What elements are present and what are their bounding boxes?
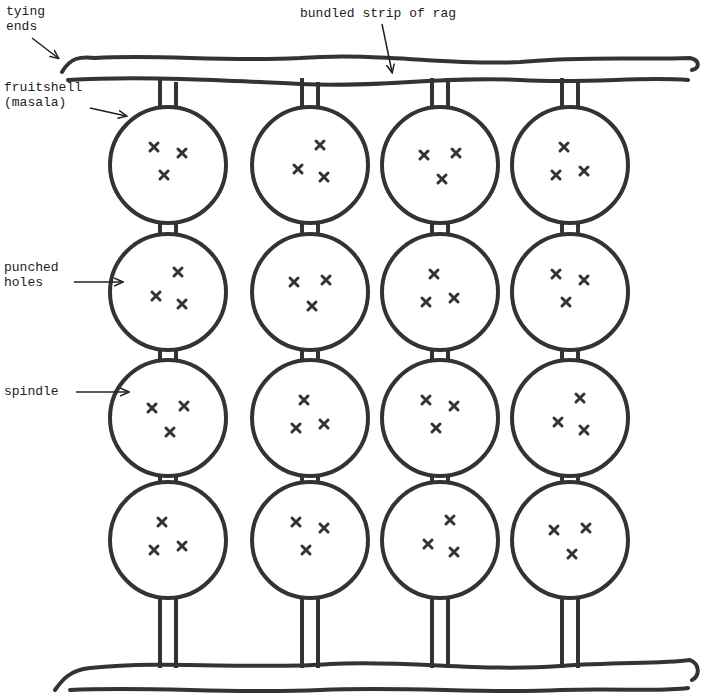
- fruitshell: [382, 360, 498, 476]
- punched-hole: [550, 526, 558, 534]
- bottom-rag: [70, 688, 688, 691]
- punched-hole: [316, 141, 324, 149]
- punched-hole: [452, 149, 460, 157]
- punched-hole: [308, 302, 316, 310]
- fruitshell: [252, 360, 368, 476]
- punched-hole: [450, 548, 458, 556]
- fruitshell: [252, 107, 368, 223]
- punched-hole: [290, 278, 298, 286]
- punched-hole: [178, 300, 186, 308]
- punched-hole: [552, 270, 560, 278]
- punched-hole: [294, 165, 302, 173]
- punched-hole: [562, 298, 570, 306]
- fruitshells: [110, 107, 628, 598]
- punched-hole: [422, 396, 430, 404]
- fruitshell: [382, 482, 498, 598]
- punched-hole: [158, 518, 166, 526]
- punched-hole: [160, 171, 168, 179]
- leader-arrow: [76, 391, 128, 393]
- punched-hole: [292, 518, 300, 526]
- punched-hole: [150, 546, 158, 554]
- fruitshell: [512, 482, 628, 598]
- fruitshell: [252, 234, 368, 350]
- punched-hole: [320, 420, 328, 428]
- top-rag: [62, 56, 698, 72]
- punched-hole: [322, 276, 330, 284]
- fruitshell: [382, 234, 498, 350]
- punched-hole: [432, 424, 440, 432]
- punched-hole: [300, 396, 308, 404]
- punched-hole: [174, 268, 182, 276]
- leader-arrow: [382, 24, 392, 72]
- fruitshell: [110, 360, 226, 476]
- punched-holes: [148, 141, 590, 558]
- punched-hole: [580, 276, 588, 284]
- part-label: spindle: [4, 384, 74, 399]
- punched-hole: [560, 143, 568, 151]
- leader-arrow: [32, 38, 58, 58]
- part-label: tying ends: [6, 4, 58, 34]
- part-label: punched holes: [4, 260, 74, 290]
- punched-hole: [420, 151, 428, 159]
- punched-hole: [580, 426, 588, 434]
- punched-hole: [166, 428, 174, 436]
- punched-hole: [580, 167, 588, 175]
- punched-hole: [178, 149, 186, 157]
- fruitshell: [110, 482, 226, 598]
- leader-arrow: [90, 108, 126, 116]
- fruitshell: [110, 107, 226, 223]
- punched-hole: [320, 173, 328, 181]
- punched-hole: [438, 175, 446, 183]
- punched-hole: [554, 418, 562, 426]
- bottom-rag: [55, 660, 698, 690]
- punched-hole: [430, 270, 438, 278]
- fruitshell: [512, 234, 628, 350]
- punched-hole: [292, 424, 300, 432]
- punched-hole: [582, 524, 590, 532]
- punched-hole: [552, 171, 560, 179]
- punched-hole: [320, 524, 328, 532]
- punched-hole: [450, 294, 458, 302]
- punched-hole: [568, 550, 576, 558]
- punched-hole: [178, 542, 186, 550]
- fruitshell: [110, 234, 226, 350]
- punched-hole: [576, 394, 584, 402]
- fruitshell: [252, 482, 368, 598]
- punched-hole: [422, 298, 430, 306]
- part-label: fruitshell (masala): [4, 80, 90, 110]
- fruitshell: [382, 107, 498, 223]
- punched-hole: [302, 546, 310, 554]
- fruitshell: [512, 360, 628, 476]
- punched-hole: [150, 143, 158, 151]
- punched-hole: [450, 402, 458, 410]
- punched-hole: [424, 540, 432, 548]
- rag-strips: [55, 56, 698, 691]
- punched-hole: [148, 404, 156, 412]
- punched-hole: [446, 516, 454, 524]
- leader-arrow: [74, 281, 122, 283]
- leader-arrows: [32, 24, 392, 392]
- punched-hole: [180, 402, 188, 410]
- punched-hole: [152, 292, 160, 300]
- part-label: bundled strip of rag: [300, 6, 500, 21]
- top-rag: [68, 78, 688, 84]
- fruitshell: [512, 107, 628, 223]
